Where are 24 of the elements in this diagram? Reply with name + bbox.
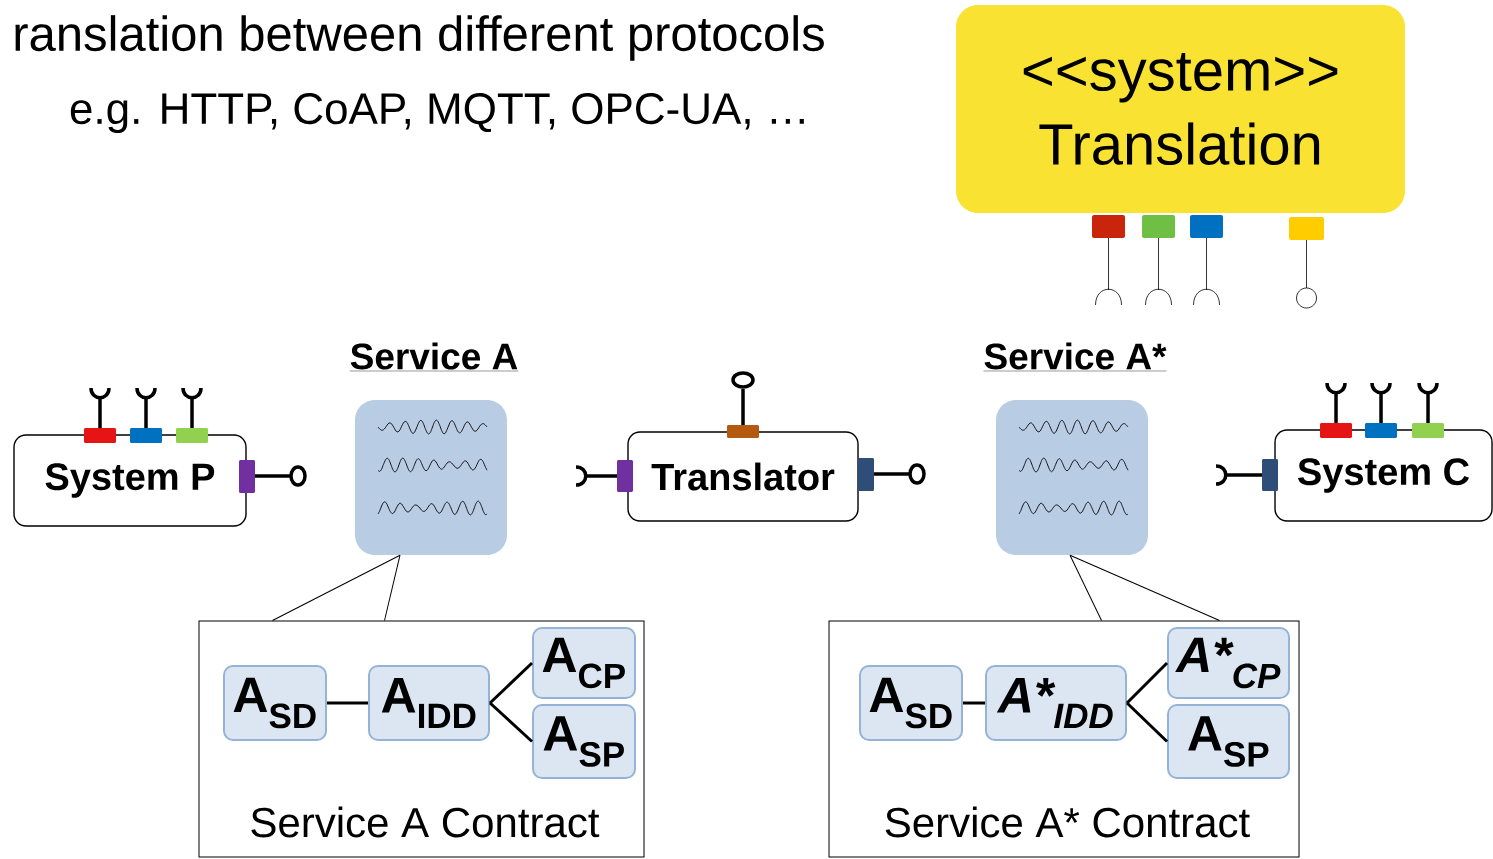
heading-text: Service A (349, 342, 519, 372)
connector-line (1125, 701, 1169, 743)
component-box: Translator (627, 431, 859, 522)
component-box: System P (13, 434, 247, 527)
heading-text: Service A* (983, 342, 1167, 372)
connector-line (488, 661, 534, 705)
part-box: A*$_{IDD}$ (985, 665, 1127, 741)
connector-line (963, 701, 985, 705)
callout-text: Service A* Contract (885, 806, 1250, 838)
connector-line (1125, 661, 1169, 705)
part-box: A$_{SP}$ (1167, 704, 1290, 779)
part-box: A$_{CP}$ (532, 627, 636, 699)
heading-text: e.g. HTTP, CoAP, MQTT, OPC-UA, … (70, 93, 804, 133)
callout-text: Service A Contract (251, 806, 600, 838)
connector-line (327, 701, 368, 705)
part-box: A$_{SD}$ (859, 665, 963, 741)
connector-line (489, 701, 534, 743)
component-box: System C (1274, 429, 1493, 522)
part-box: A*$_{CP}$ (1167, 627, 1290, 699)
part-box: A$_{IDD}$ (368, 665, 490, 741)
part-box: A$_{SP}$ (532, 704, 636, 779)
part-box: A$_{SD}$ (223, 665, 327, 741)
system-box: <<system>> Translation (956, 5, 1405, 213)
heading-text: ranslation between different protocols (15, 15, 824, 61)
